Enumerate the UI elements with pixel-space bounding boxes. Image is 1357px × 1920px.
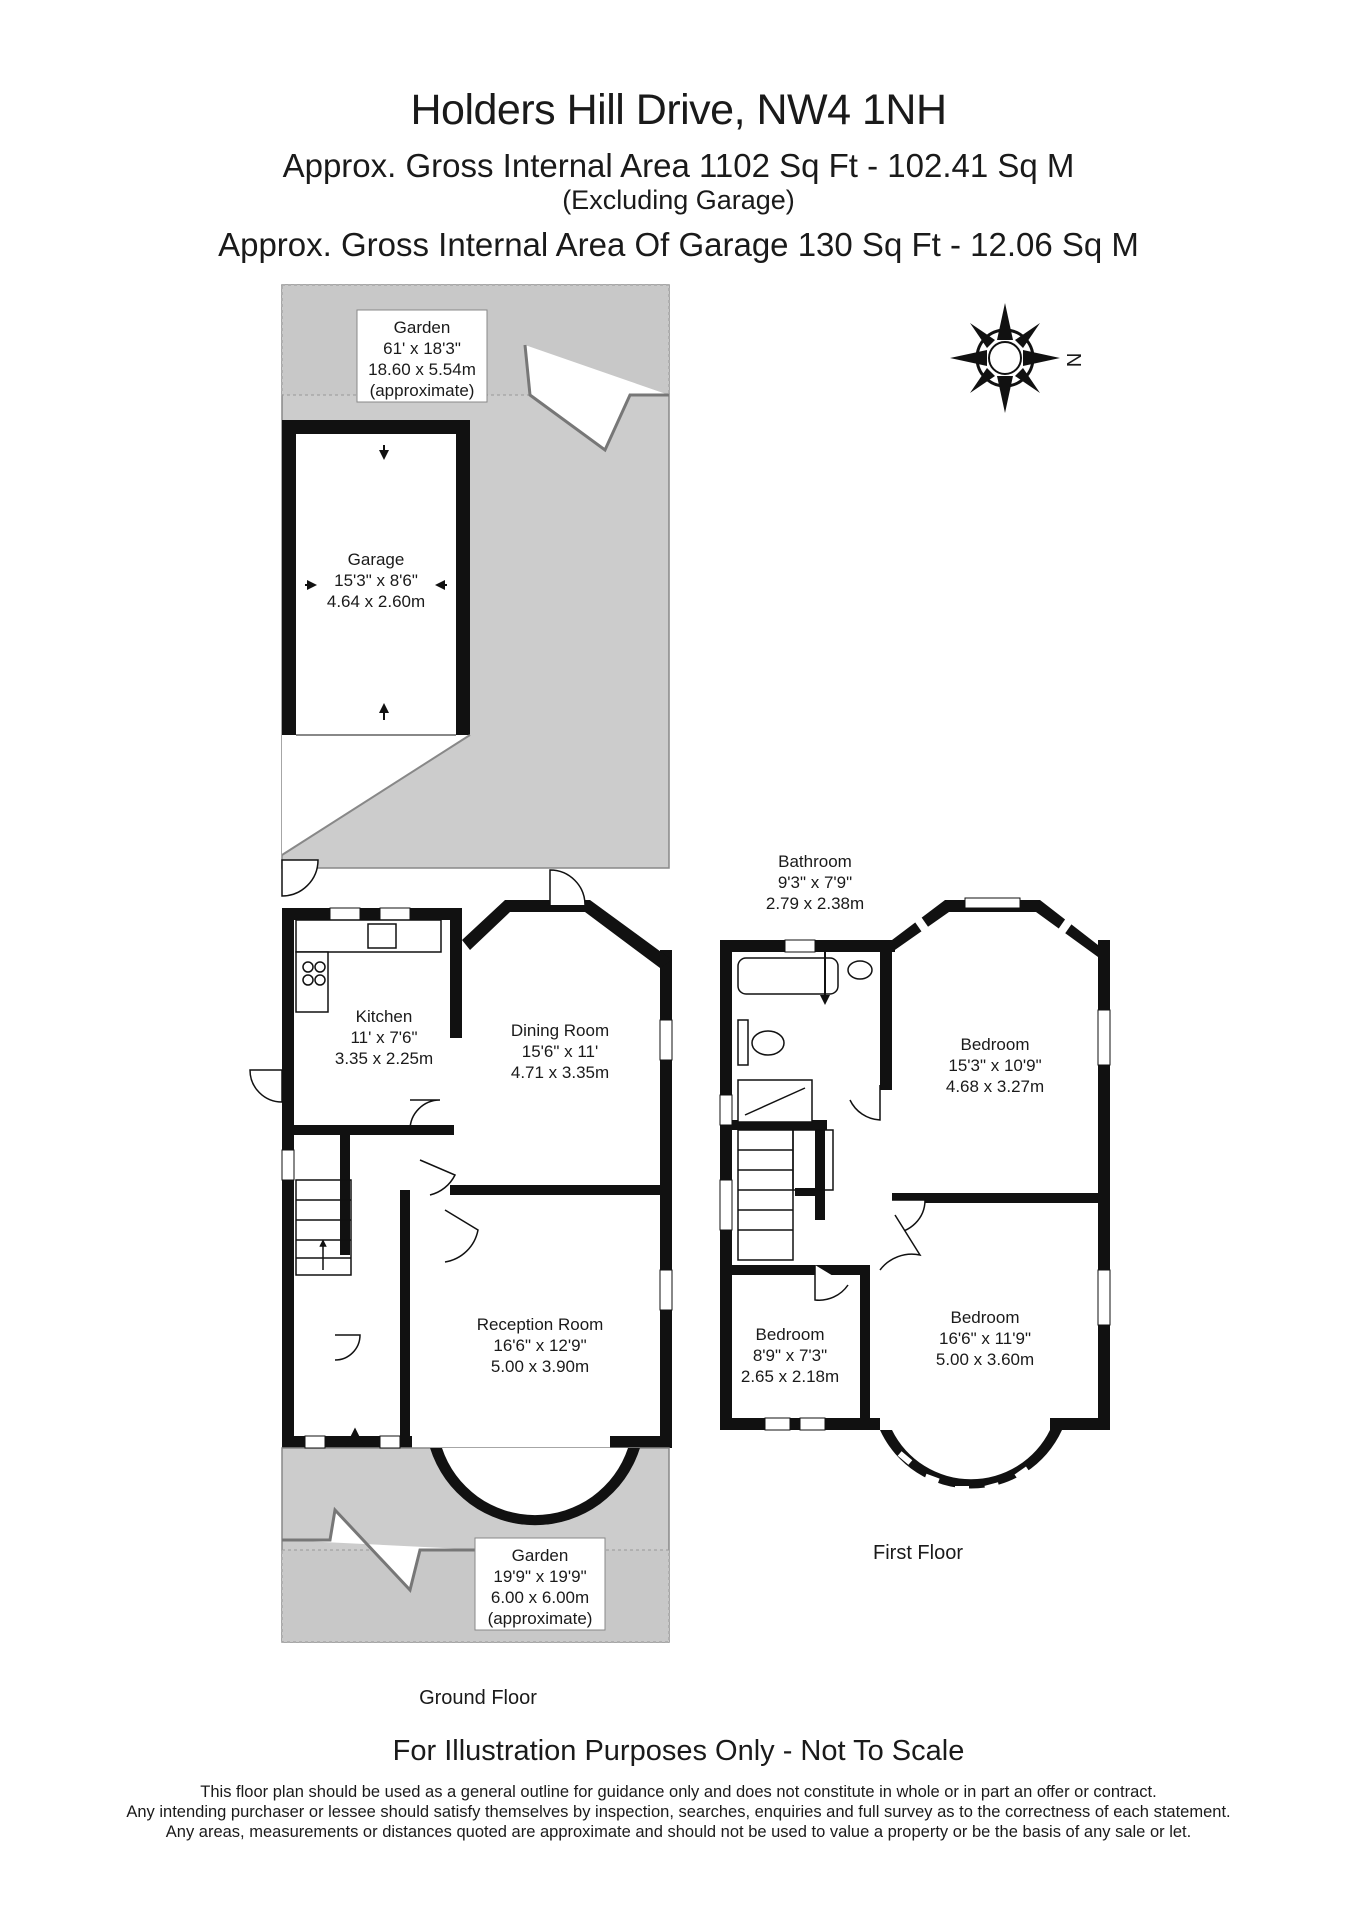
garage-room bbox=[282, 420, 470, 736]
kitchen-metric: 3.35 x 2.25m bbox=[335, 1049, 433, 1068]
front-garden-note: (approximate) bbox=[488, 1609, 593, 1628]
rear-garden-name: Garden bbox=[394, 318, 451, 337]
bedroom-small-metric: 2.65 x 2.18m bbox=[741, 1367, 839, 1386]
room-labels: Garden 61' x 18'3" 18.60 x 5.54m (approx… bbox=[327, 318, 1044, 1628]
front-garden-imperial: 19'9" x 19'9" bbox=[493, 1567, 586, 1586]
dining-room-metric: 4.71 x 3.35m bbox=[511, 1063, 609, 1082]
disclaimer-line: Any intending purchaser or lessee should… bbox=[126, 1803, 1231, 1821]
area-exclusion-note: (Excluding Garage) bbox=[562, 185, 795, 215]
reception-room-imperial: 16'6" x 12'9" bbox=[493, 1336, 586, 1355]
ground-floor-walls bbox=[282, 908, 672, 1448]
ground-floor-label: Ground Floor bbox=[419, 1687, 537, 1709]
bedroom-front-name: Bedroom bbox=[951, 1308, 1020, 1327]
disclaimer-line: This floor plan should be used as a gene… bbox=[200, 1783, 1157, 1801]
first-floor-label: First Floor bbox=[873, 1542, 963, 1564]
reception-room-name: Reception Room bbox=[477, 1315, 604, 1334]
bedroom-rear-imperial: 15'3" x 10'9" bbox=[948, 1056, 1041, 1075]
disclaimer: This floor plan should be used as a gene… bbox=[0, 1782, 1357, 1842]
bedroom-small-imperial: 8'9" x 7'3" bbox=[753, 1346, 827, 1365]
front-break-line bbox=[282, 1506, 485, 1594]
ground-staircase bbox=[295, 1179, 352, 1276]
dining-bay bbox=[462, 900, 672, 968]
dining-room-name: Dining Room bbox=[511, 1021, 609, 1040]
ground-doors bbox=[249, 859, 586, 1361]
kitchen-imperial: 11' x 7'6" bbox=[350, 1028, 417, 1047]
illustration-note: For Illustration Purposes Only - Not To … bbox=[392, 1735, 965, 1767]
bathroom-name: Bathroom bbox=[778, 852, 852, 871]
bedroom-rear-metric: 4.68 x 3.27m bbox=[946, 1077, 1044, 1096]
break-line bbox=[523, 344, 669, 453]
kitchen-name: Kitchen bbox=[356, 1007, 413, 1026]
rear-garden-imperial: 61' x 18'3" bbox=[383, 339, 461, 358]
bedroom-front-metric: 5.00 x 3.60m bbox=[936, 1350, 1034, 1369]
dining-room-imperial: 15'6" x 11' bbox=[522, 1042, 598, 1061]
rear-garden-metric: 18.60 x 5.54m bbox=[368, 360, 476, 379]
compass-north-label: N bbox=[1062, 353, 1084, 367]
first-rear-bay bbox=[892, 900, 1098, 957]
front-garden-name: Garden bbox=[512, 1546, 569, 1565]
bathroom-imperial: 9'3" x 7'9" bbox=[778, 873, 852, 892]
rear-garden-note: (approximate) bbox=[370, 381, 475, 400]
garage-imperial: 15'3" x 8'6" bbox=[334, 571, 418, 590]
compass-icon bbox=[950, 303, 1060, 413]
bathroom-metric: 2.79 x 2.38m bbox=[766, 894, 864, 913]
bedroom-small-name: Bedroom bbox=[756, 1325, 825, 1344]
first-staircase bbox=[737, 1129, 834, 1261]
plan-title: Holders Hill Drive, NW4 1NH bbox=[410, 86, 947, 134]
bathroom-fittings bbox=[737, 957, 873, 1123]
front-garden-metric: 6.00 x 6.00m bbox=[491, 1588, 589, 1607]
disclaimer-line: Any areas, measurements or distances quo… bbox=[165, 1823, 1192, 1841]
garage-name: Garage bbox=[348, 550, 405, 569]
garage-metric: 4.64 x 2.60m bbox=[327, 592, 425, 611]
garage-area: Approx. Gross Internal Area Of Garage 13… bbox=[218, 226, 1139, 263]
reception-room-metric: 5.00 x 3.90m bbox=[491, 1357, 589, 1376]
kitchen-fittings bbox=[295, 919, 442, 1013]
rear-garden-label-box bbox=[356, 309, 488, 403]
gross-internal-area: Approx. Gross Internal Area 1102 Sq Ft -… bbox=[282, 147, 1075, 184]
front-garden-label-box bbox=[474, 1537, 606, 1631]
first-doors bbox=[814, 1085, 926, 1301]
bedroom-rear-name: Bedroom bbox=[961, 1035, 1030, 1054]
ground-floor-plan bbox=[249, 284, 673, 1643]
first-floor-plan bbox=[719, 897, 1111, 1492]
bedroom-front-imperial: 16'6" x 11'9" bbox=[939, 1329, 1031, 1348]
